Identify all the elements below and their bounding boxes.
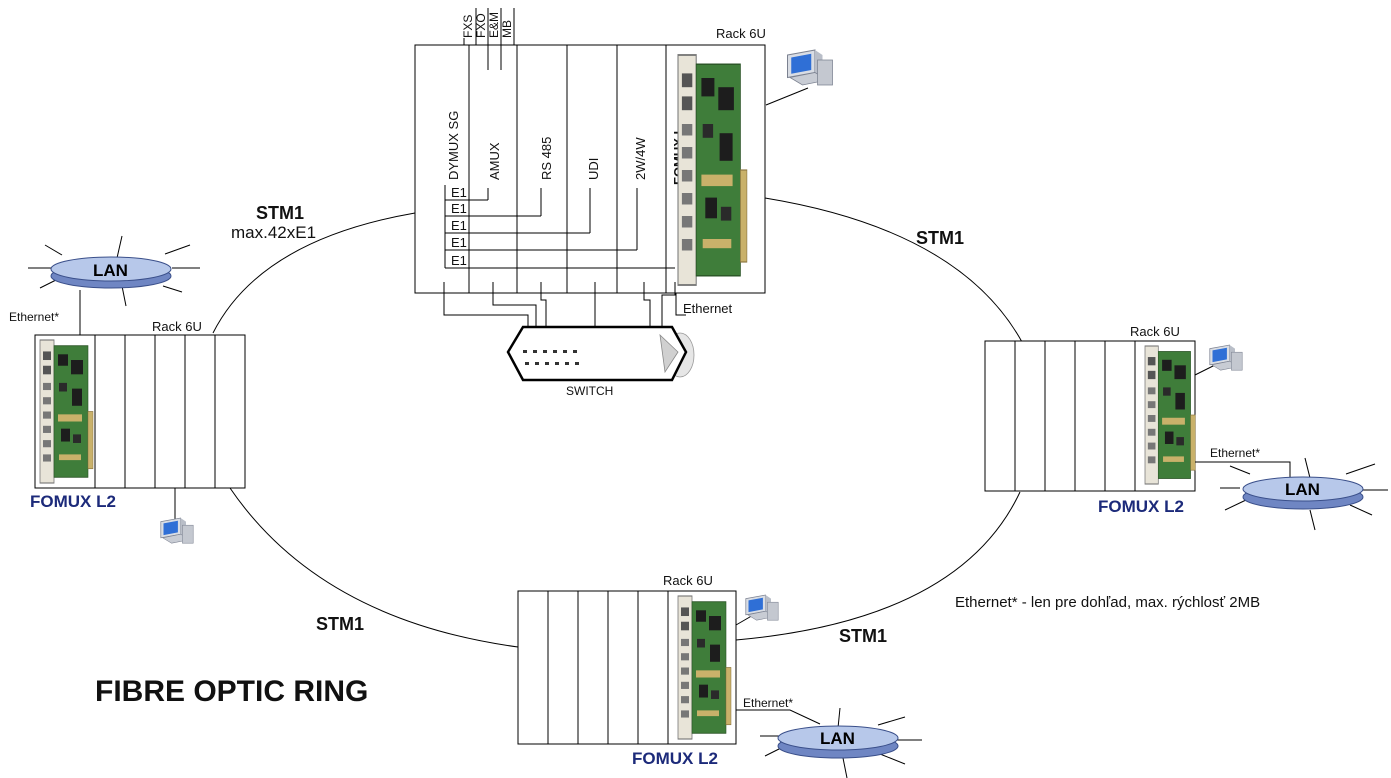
stm1-label-top-right: STM1: [916, 228, 964, 248]
slot-label-amux: AMUX: [487, 142, 502, 180]
right-lan-label: LAN: [1285, 480, 1320, 499]
right-rack-label: Rack 6U: [1130, 324, 1180, 339]
interface-label-fxs: FXS: [461, 15, 475, 38]
left-node-name: FOMUX L2: [30, 492, 116, 511]
bottom-lan-label: LAN: [820, 729, 855, 748]
bottom-ethernet-label: Ethernet*: [743, 696, 793, 710]
network-switch-icon: [508, 327, 694, 380]
stm1-label-bottom-right: STM1: [839, 626, 887, 646]
e1-label: E1: [451, 185, 467, 200]
central-rack: FXS FXO E&M MB Rack 6U DYMUX SG AMUX RS …: [415, 8, 833, 327]
slot-label-dymux-sg: DYMUX SG: [446, 111, 461, 180]
right-ethernet-label: Ethernet*: [1210, 446, 1260, 460]
circuit-card-icon: [40, 340, 93, 483]
circuit-card-icon: [678, 596, 731, 739]
switch-label: SWITCH: [566, 384, 613, 398]
ring-link-top-right: [765, 198, 1022, 342]
circuit-card-icon: [1145, 346, 1195, 484]
ethernet-note: Ethernet* - len pre dohľad, max. rýchlos…: [955, 594, 1260, 611]
computer-icon: [788, 50, 833, 85]
interface-label-fxo: FXO: [474, 13, 488, 38]
left-ethernet-label: Ethernet*: [9, 310, 59, 324]
e1-label: E1: [451, 253, 467, 268]
bottom-node-name: FOMUX L2: [632, 749, 718, 768]
bottom-node: Rack 6U FOMUX L2 Ethernet*: [518, 573, 820, 768]
stm1-capacity-label: max.42xE1: [231, 223, 316, 242]
left-lan-label: LAN: [93, 261, 128, 280]
circuit-card-icon: [678, 55, 747, 285]
stm1-label-top-left: STM1: [256, 203, 304, 223]
e1-label: E1: [451, 235, 467, 250]
ring-link-bottom-right: [736, 492, 1020, 640]
computer-icon: [1210, 345, 1242, 370]
slot-label-udi: UDI: [586, 158, 601, 180]
slot-label-rs485: RS 485: [539, 137, 554, 180]
left-node: Rack 6U FOMUX L2 Ethernet*: [9, 290, 245, 543]
slot-label-2w4w: 2W/4W: [633, 137, 648, 180]
ring-link-bottom-left: [230, 488, 518, 647]
central-ethernet-label: Ethernet: [683, 301, 733, 316]
interface-label-em: E&M: [487, 12, 501, 38]
e1-label: E1: [451, 218, 467, 233]
interface-label-mb: MB: [500, 20, 514, 38]
right-node-name: FOMUX L2: [1098, 497, 1184, 516]
left-rack-label: Rack 6U: [152, 319, 202, 334]
stm1-label-bottom-left: STM1: [316, 614, 364, 634]
diagram-title: FIBRE OPTIC RING: [95, 675, 368, 708]
computer-icon: [746, 595, 778, 620]
bottom-rack-label: Rack 6U: [663, 573, 713, 588]
central-rack-label: Rack 6U: [716, 26, 766, 41]
e1-label: E1: [451, 201, 467, 216]
computer-icon: [161, 518, 193, 543]
